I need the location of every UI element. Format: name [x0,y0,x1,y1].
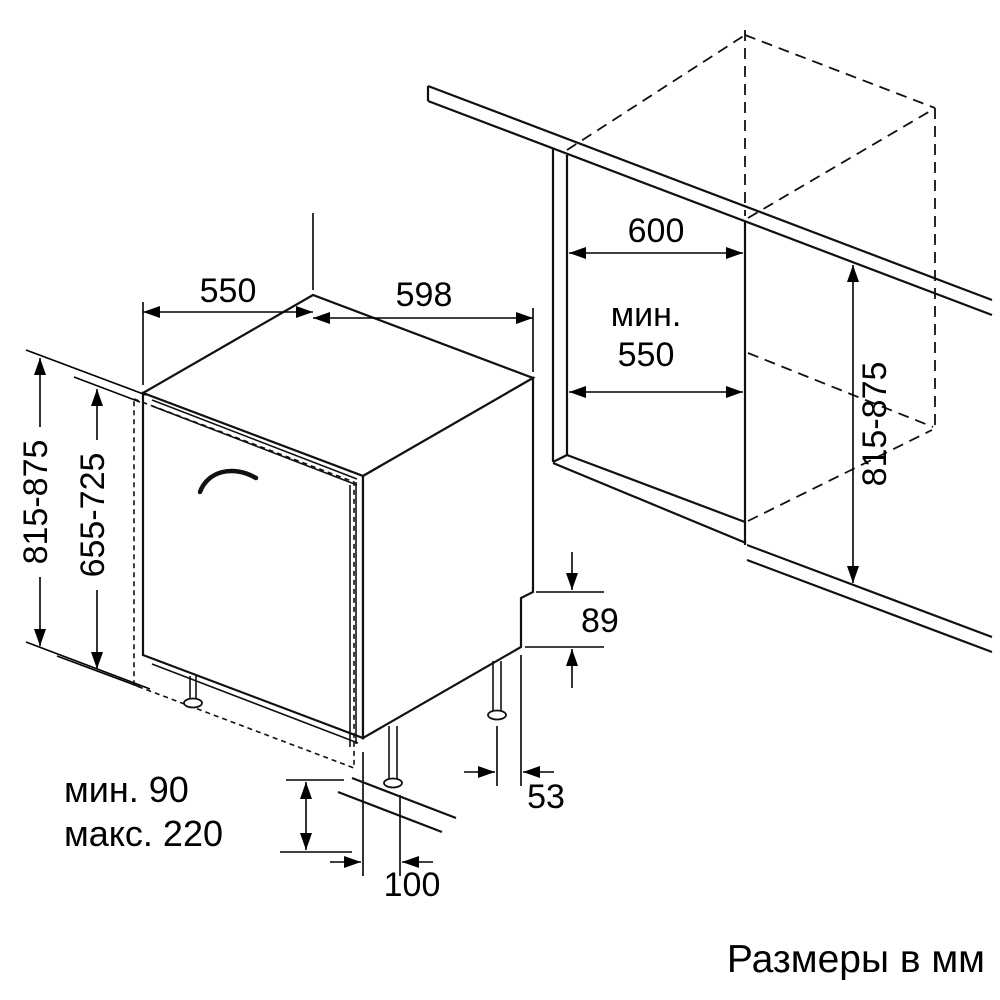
niche-walls [551,149,747,545]
floor-lines-right [746,543,993,654]
appliance-height-label: 815-875 [17,440,55,565]
countertop-lines [426,84,993,317]
adjustable-foot-rear [487,661,507,721]
dimension-rear-foot-offset: 53 [464,655,565,816]
door-height-label: 655-725 [74,453,112,578]
dimension-niche-height-right: 815-875 [847,265,894,583]
dim-600-label: 600 [628,212,685,250]
dim-89-label: 89 [581,602,619,640]
niche-depth-value-label: 550 [618,336,675,374]
dimension-appliance-height: 815-875 [17,349,151,690]
appliance-side-face [361,376,535,740]
dim-550-label: 550 [200,272,257,310]
dim-53-label: 53 [527,778,565,816]
door-edge-lines [151,399,358,747]
adjustable-foot-front-left [183,676,203,709]
dimension-door-panel-height: 655-725 [56,376,141,688]
units-caption: Размеры в мм [727,938,985,981]
feet-min-label: мин. 90 [64,769,189,810]
dimension-niche-depth: мин. 550 [569,296,743,398]
door-handle-icon [197,468,259,495]
dimension-top-width: 598 [313,276,534,372]
dimension-feet-adjustment: мин. 90 макс. 220 [64,769,457,854]
dimension-rear-step: 89 [525,552,619,688]
dimension-niche-width: 600 [569,212,743,259]
niche-height-right-label: 815-875 [856,362,894,487]
niche-depth-min-label: мин. [611,296,682,334]
dimension-top-depth: 550 [142,213,314,385]
dim-100-label: 100 [384,866,441,904]
feet-max-label: макс. 220 [64,813,223,854]
dimension-front-foot-offset: 100 [330,752,440,904]
adjustable-foot-front-right [383,726,403,789]
dim-598-label: 598 [396,276,453,314]
niche-dashed-box [566,30,936,522]
door-panel-dashed-outline [133,397,355,770]
dishwasher [133,293,536,789]
